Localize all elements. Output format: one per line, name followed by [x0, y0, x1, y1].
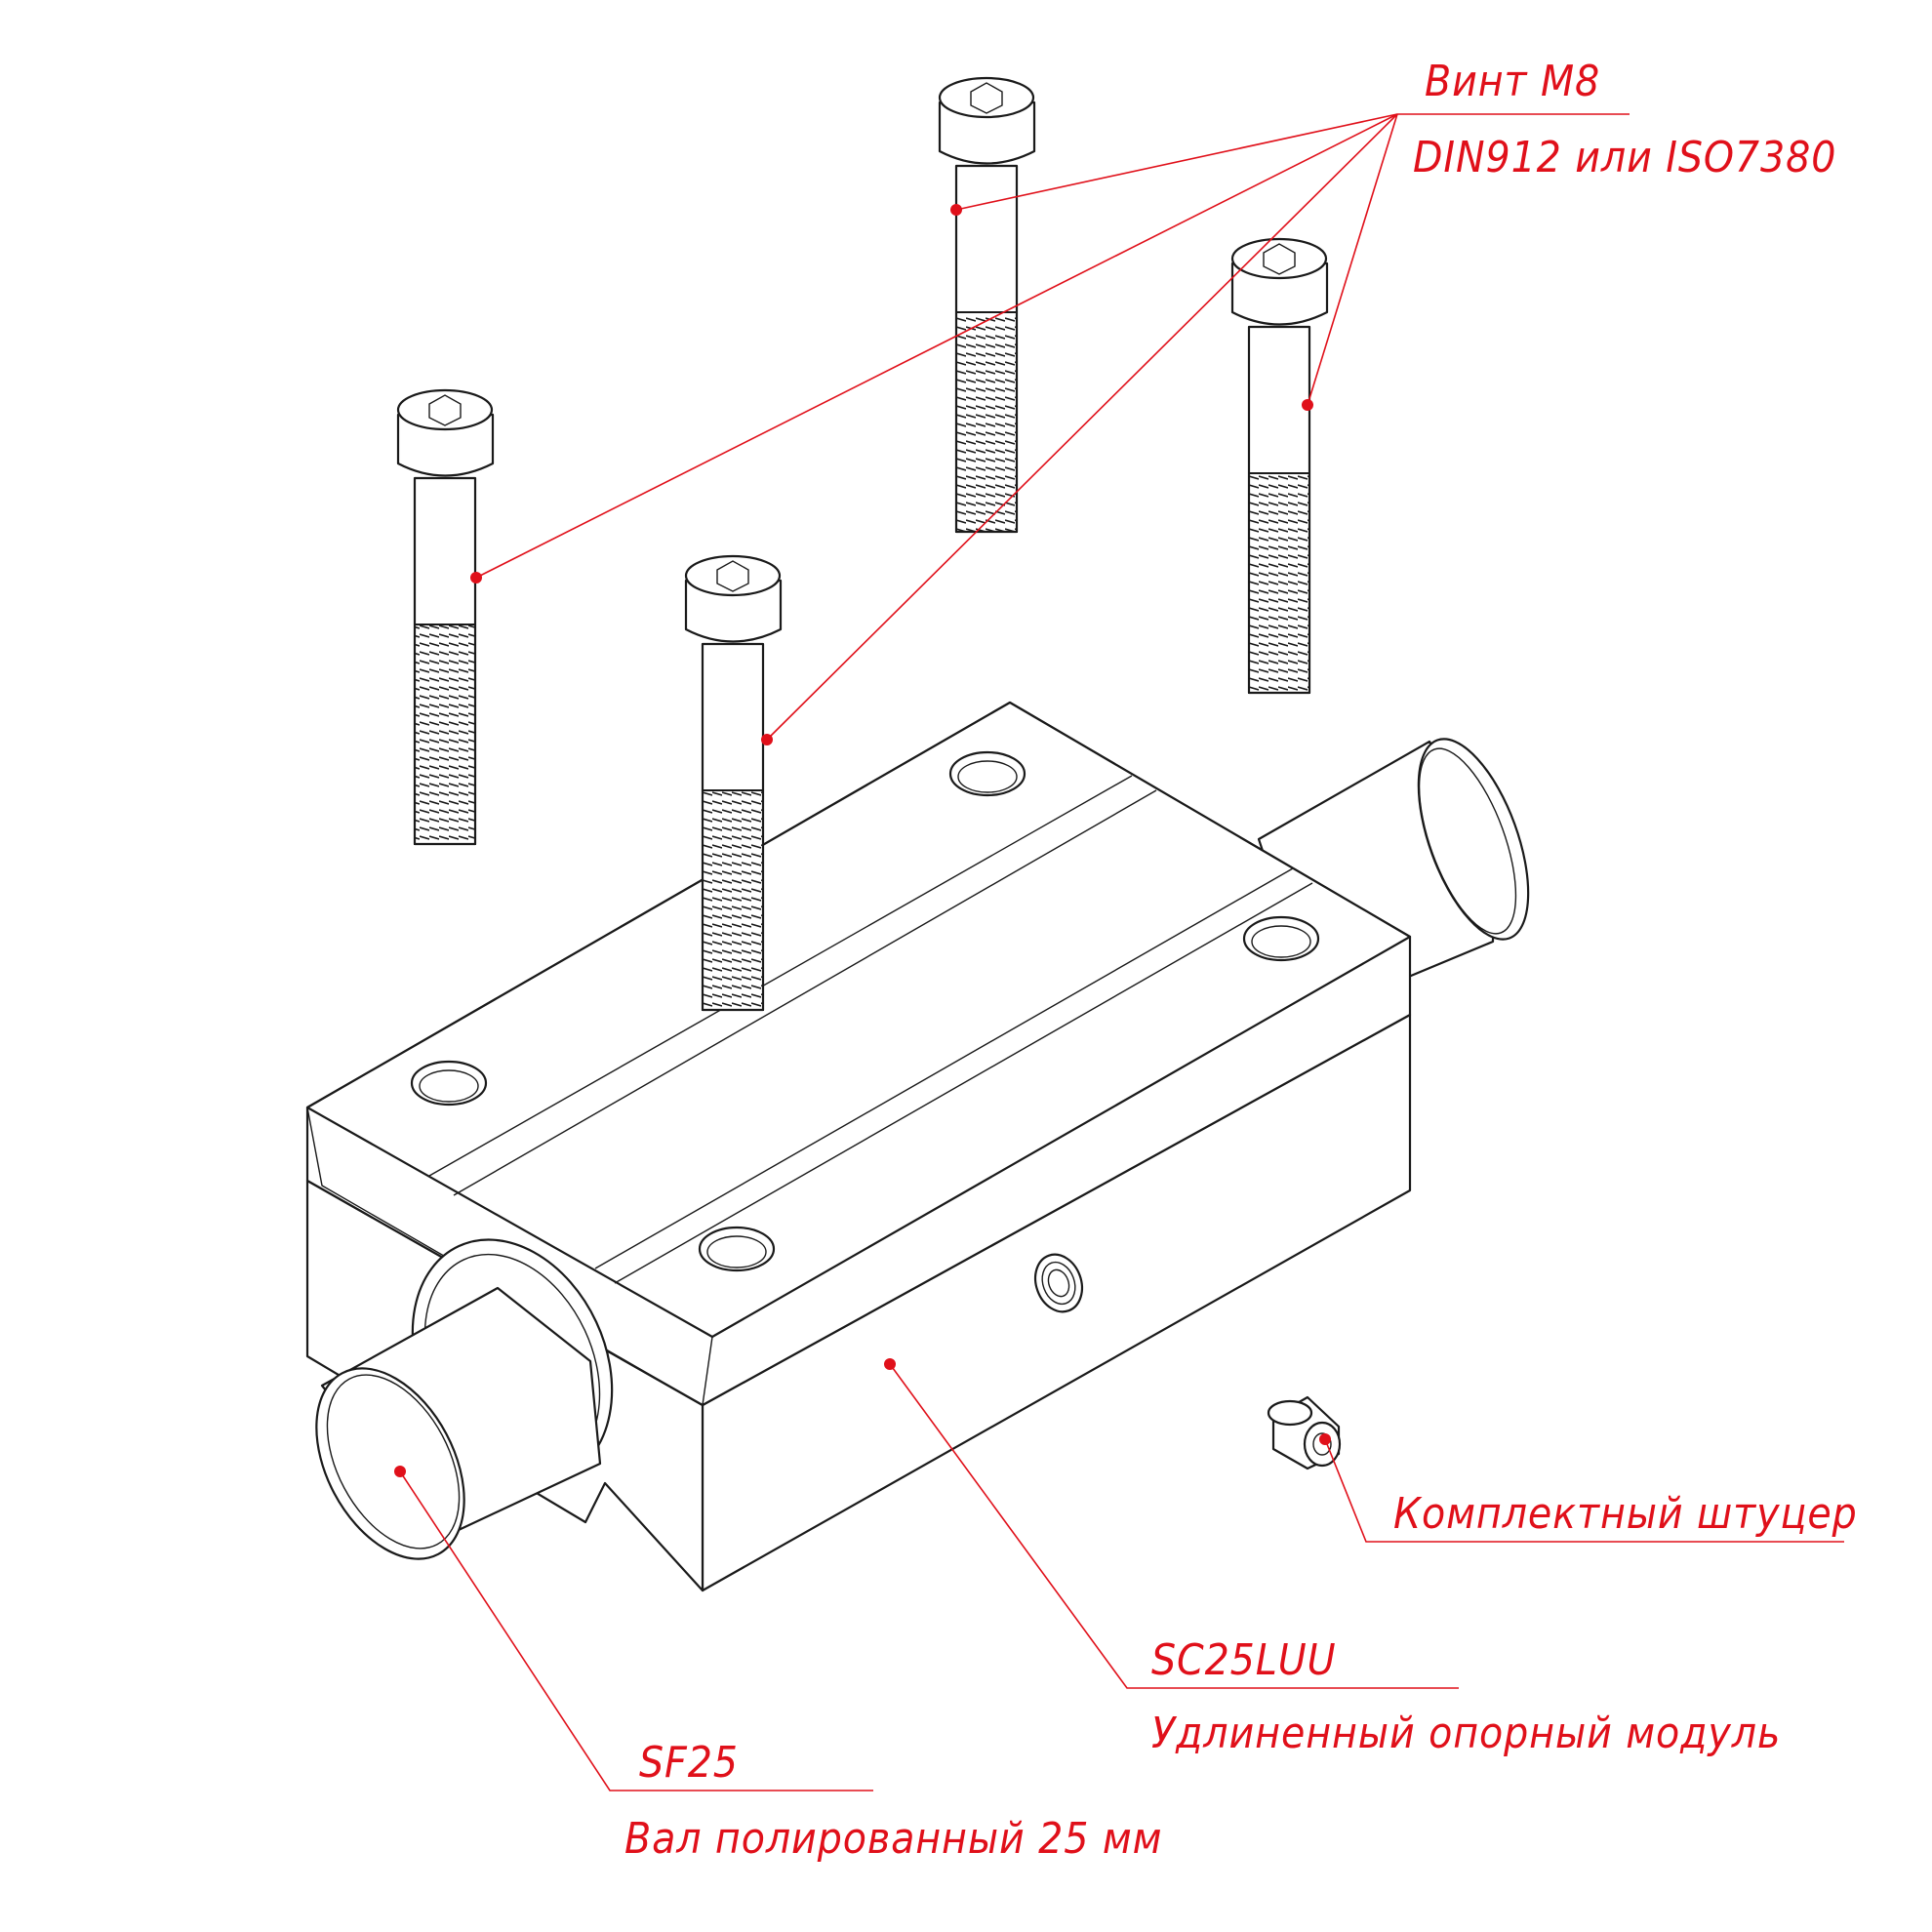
module-label-code: SC25LUU	[1151, 1635, 1337, 1685]
mounting-holes	[410, 750, 1320, 1272]
screw-right	[1230, 237, 1329, 695]
screw-center-front	[684, 554, 783, 1012]
lubrication-port	[1033, 1253, 1084, 1313]
shaft-label-description: Вал полированный 25 мм	[624, 1814, 1163, 1864]
callout-module-leader	[884, 1358, 1459, 1689]
polished-shaft	[315, 1286, 602, 1560]
screw-label-standard: DIN912 или ISO7380	[1413, 133, 1837, 182]
shaft-label-code: SF25	[639, 1738, 739, 1788]
fitting-label: Комплектный штуцер	[1393, 1489, 1858, 1539]
callout-shaft-leader	[394, 1466, 873, 1791]
grease-fitting	[1267, 1395, 1342, 1470]
screw-label-title: Винт М8	[1425, 57, 1601, 106]
screw-left	[396, 388, 495, 846]
module-label-description: Удлиненный опорный модуль	[1151, 1709, 1782, 1758]
callout-fitting-leader	[1319, 1433, 1844, 1543]
callout-screw-leaders	[470, 113, 1630, 745]
screw-center-rear	[938, 76, 1036, 534]
